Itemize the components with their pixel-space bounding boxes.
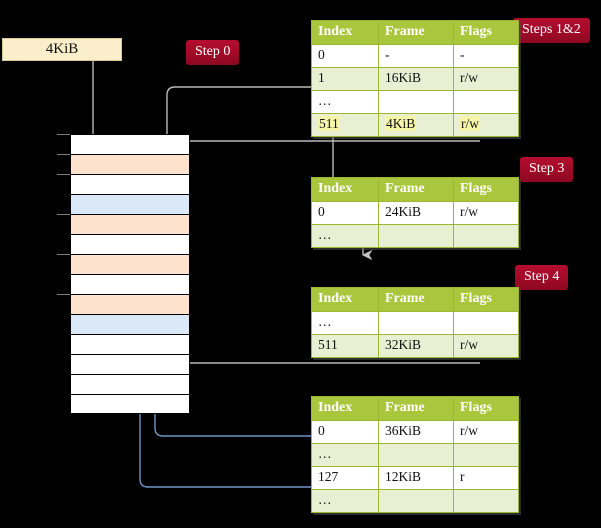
- memory-frame-row: [70, 314, 190, 334]
- cell-frame: -: [378, 44, 454, 68]
- cell-flags: [453, 488, 519, 513]
- cell-frame: 36KiB: [378, 420, 454, 444]
- cell-flags: [453, 311, 519, 335]
- memory-tick: [57, 134, 70, 135]
- cell-flags: [453, 89, 519, 114]
- column-header-flags: Flags: [453, 395, 519, 422]
- cell-flags: r: [453, 465, 519, 490]
- cell-flags: r/w: [453, 66, 519, 91]
- column-header-flags: Flags: [453, 176, 519, 203]
- cell-frame: [378, 442, 454, 467]
- memory-frame-row: [70, 254, 190, 274]
- cell-index: …: [311, 223, 379, 248]
- cell-frame: [378, 223, 454, 248]
- column-header-flags: Flags: [453, 286, 519, 313]
- cell-index: 0: [311, 201, 379, 225]
- memory-frame-row: [70, 394, 190, 414]
- highlighted-value: r/w: [460, 115, 480, 131]
- table-row: 511 4KiB r/w: [311, 112, 519, 137]
- memory-frame-row: [70, 194, 190, 214]
- column-header-frame: Frame: [378, 286, 454, 313]
- cell-index: …: [311, 488, 379, 513]
- column-header-frame: Frame: [378, 19, 454, 46]
- memory-frame-row: [70, 154, 190, 174]
- cell-index: 0: [311, 420, 379, 444]
- cell-frame: 12KiB: [378, 465, 454, 490]
- table-row: …: [311, 89, 519, 114]
- cell-frame: [378, 488, 454, 513]
- cell-frame: 4KiB: [378, 112, 454, 137]
- cell-index: …: [311, 311, 379, 335]
- physical-memory-column: [70, 134, 190, 414]
- memory-frame-row: [70, 274, 190, 294]
- source-frame-box: 4KiB: [2, 38, 122, 61]
- cell-flags: r/w: [453, 420, 519, 444]
- column-header-index: Index: [311, 176, 379, 203]
- cell-index: 0: [311, 44, 379, 68]
- memory-frame-row: [70, 374, 190, 394]
- memory-frame-row: [70, 294, 190, 314]
- cell-index: …: [311, 89, 379, 114]
- cell-flags: -: [453, 44, 519, 68]
- memory-frame-row: [70, 234, 190, 254]
- cell-flags: r/w: [453, 112, 519, 137]
- memory-frame-row: [70, 214, 190, 234]
- memory-frame-row: [70, 174, 190, 194]
- memory-frame-row: [70, 354, 190, 374]
- highlighted-value: 511: [318, 115, 340, 131]
- cell-frame: [378, 311, 454, 335]
- cell-frame: 32KiB: [378, 333, 454, 358]
- badge-step-4: Step 4: [515, 265, 569, 290]
- memory-tick: [57, 154, 70, 155]
- table-row: 0--: [311, 44, 519, 68]
- memory-tick: [57, 294, 70, 295]
- cell-flags: r/w: [453, 201, 519, 225]
- cell-frame: 16KiB: [378, 66, 454, 91]
- cell-index: 511: [311, 112, 379, 137]
- memory-frame-row: [70, 134, 190, 154]
- memory-tick: [57, 214, 70, 215]
- cell-flags: [453, 442, 519, 467]
- cell-index: …: [311, 442, 379, 467]
- cell-frame: 24KiB: [378, 201, 454, 225]
- cell-flags: r/w: [453, 333, 519, 358]
- badge-steps-1-2: Steps 1&2: [513, 18, 590, 43]
- highlighted-value: 4KiB: [385, 115, 417, 131]
- column-header-index: Index: [311, 395, 379, 422]
- table-row: …: [311, 442, 519, 467]
- column-header-frame: Frame: [378, 395, 454, 422]
- memory-tick: [57, 174, 70, 175]
- memory-frame-row: [70, 334, 190, 354]
- cell-frame: [378, 89, 454, 114]
- memory-tick: [57, 254, 70, 255]
- badge-step-3: Step 3: [520, 157, 574, 182]
- table-row: …: [311, 311, 519, 335]
- table-row: …: [311, 488, 519, 513]
- cell-index: 511: [311, 333, 379, 358]
- column-header-flags: Flags: [453, 19, 519, 46]
- cell-flags: [453, 223, 519, 248]
- badge-step-0: Step 0: [186, 40, 240, 65]
- column-header-index: Index: [311, 286, 379, 313]
- column-header-index: Index: [311, 19, 379, 46]
- table-row: …: [311, 223, 519, 248]
- source-frame-label: 4KiB: [45, 41, 79, 57]
- column-header-frame: Frame: [378, 176, 454, 203]
- cell-index: 1: [311, 66, 379, 91]
- cell-index: 127: [311, 465, 379, 490]
